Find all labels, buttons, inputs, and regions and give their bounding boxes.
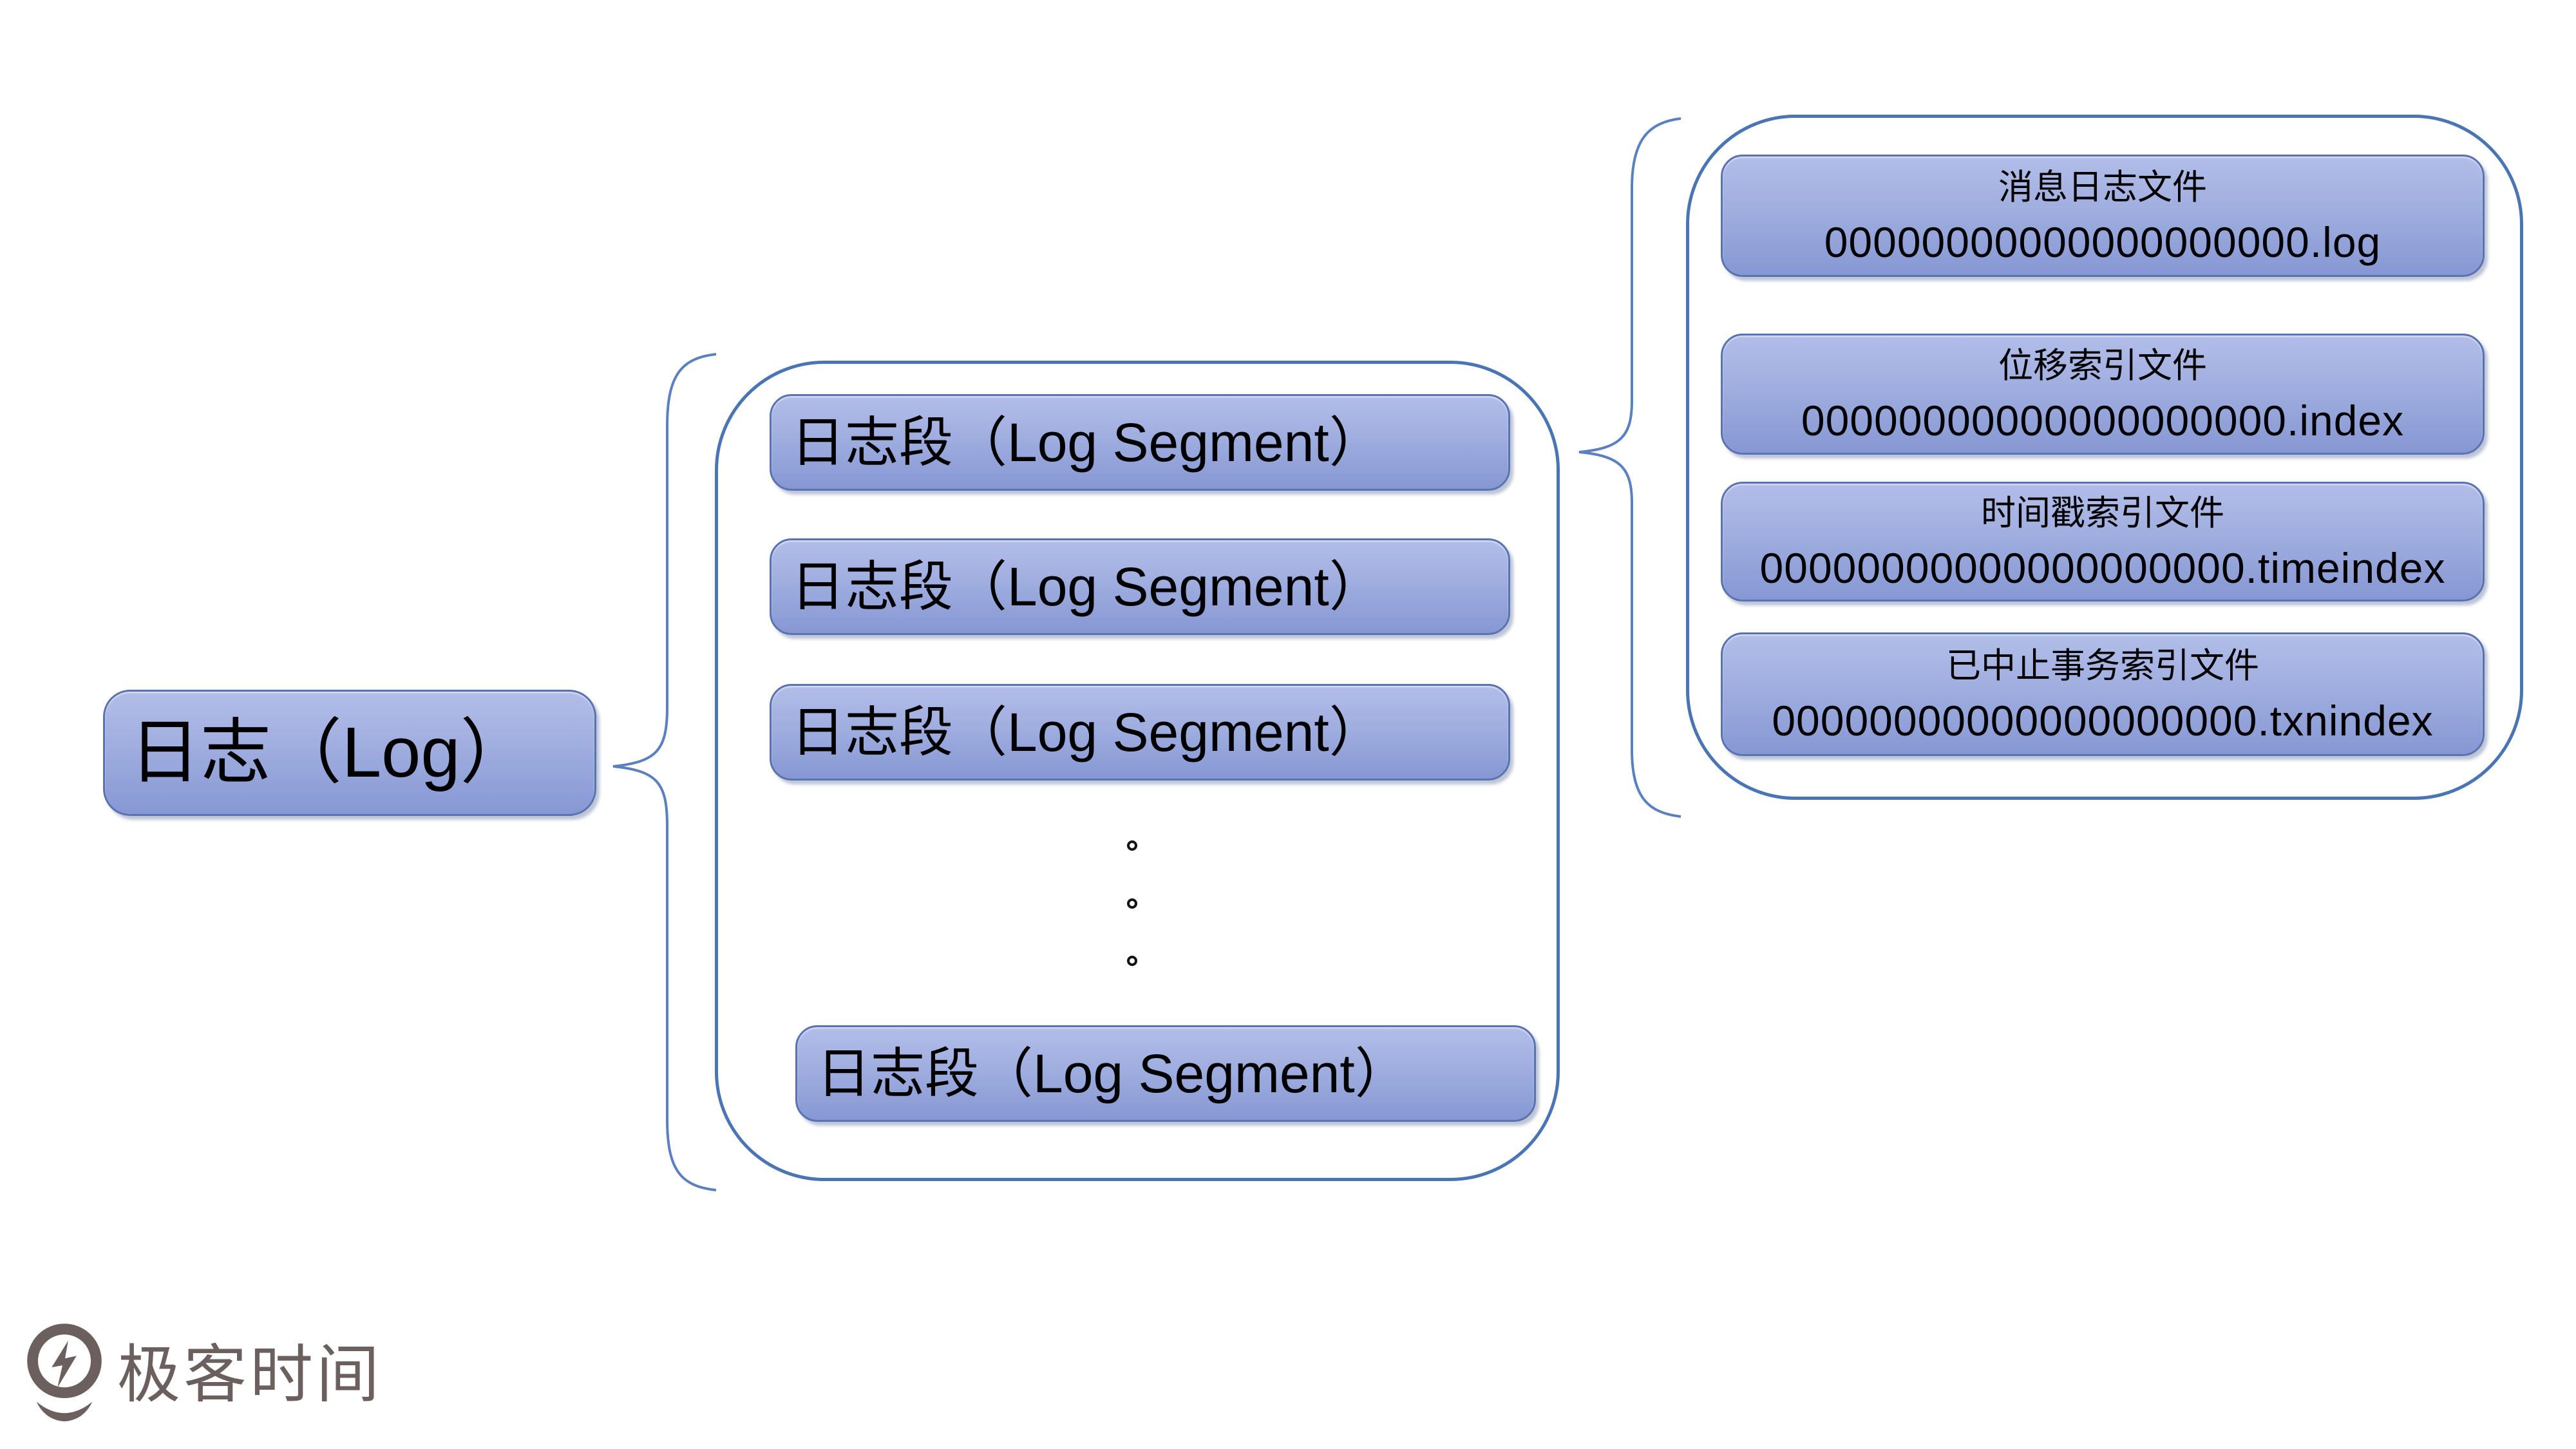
file-title: 时间戳索引文件 bbox=[1981, 494, 2224, 533]
file-node-index: 位移索引文件 00000000000000000000.index bbox=[1721, 334, 2485, 455]
log-segment-label: 日志段（Log Segment） bbox=[791, 412, 1383, 473]
curly-brace-left bbox=[612, 353, 717, 1191]
file-node-timeindex: 时间戳索引文件 00000000000000000000.timeindex bbox=[1721, 482, 2485, 601]
geektime-logo-icon bbox=[27, 1323, 102, 1422]
file-name: 00000000000000000000.timeindex bbox=[1759, 544, 2446, 592]
geektime-logo-text: 极客时间 bbox=[117, 1339, 383, 1410]
file-title: 位移索引文件 bbox=[1998, 346, 2207, 385]
file-name: 00000000000000000000.txnindex bbox=[1772, 697, 2434, 744]
log-segment-node-last: 日志段（Log Segment） bbox=[795, 1025, 1536, 1122]
vertical-ellipsis-dot bbox=[1127, 898, 1137, 909]
log-segment-node-1: 日志段（Log Segment） bbox=[770, 394, 1510, 491]
geektime-logo: 极客时间 bbox=[26, 1320, 383, 1428]
log-node: 日志（Log） bbox=[103, 690, 596, 816]
file-node-txnindex: 已中止事务索引文件 00000000000000000000.txnindex bbox=[1721, 632, 2485, 756]
log-segment-node-2: 日志段（Log Segment） bbox=[770, 538, 1510, 635]
log-segment-label: 日志段（Log Segment） bbox=[791, 702, 1383, 762]
file-title: 已中止事务索引文件 bbox=[1946, 647, 2259, 685]
vertical-ellipsis-dot bbox=[1127, 840, 1137, 851]
log-segment-label: 日志段（Log Segment） bbox=[817, 1043, 1409, 1104]
file-node-log: 消息日志文件 00000000000000000000.log bbox=[1721, 155, 2485, 277]
file-name: 00000000000000000000.log bbox=[1824, 218, 2382, 266]
log-node-label: 日志（Log） bbox=[129, 713, 531, 792]
file-name: 00000000000000000000.index bbox=[1801, 397, 2405, 444]
curly-brace-right bbox=[1578, 117, 1681, 818]
vertical-ellipsis-dot bbox=[1127, 956, 1137, 966]
log-segment-node-3: 日志段（Log Segment） bbox=[770, 684, 1510, 781]
file-title: 消息日志文件 bbox=[1998, 168, 2207, 207]
log-segment-label: 日志段（Log Segment） bbox=[791, 556, 1383, 617]
